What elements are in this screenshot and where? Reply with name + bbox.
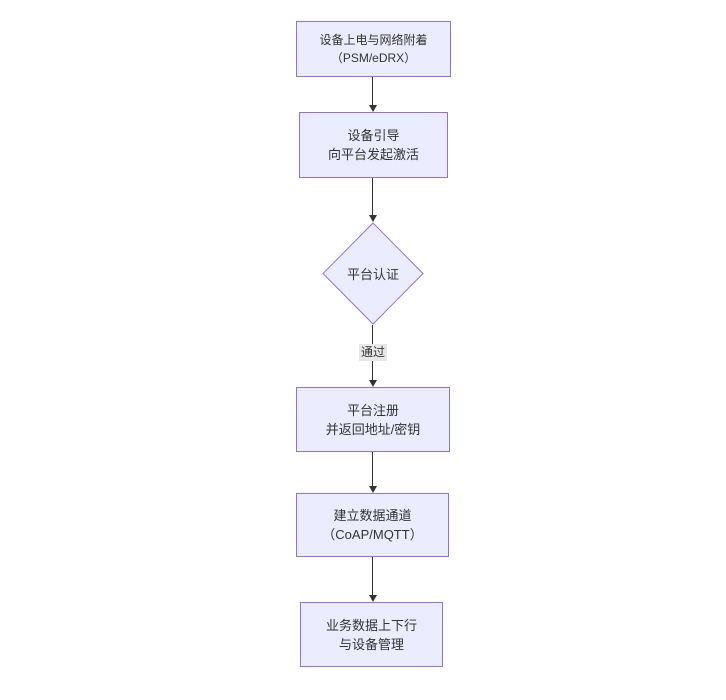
arrow-down-icon [369, 105, 377, 112]
edge-channel-to-business [372, 557, 373, 595]
node-register: 平台注册 并返回地址/密钥 [296, 387, 450, 452]
node-channel-line1: 建立数据通道 [333, 508, 412, 523]
node-auth-label: 平台认证 [346, 267, 399, 282]
edge-bootstrap-to-auth [372, 178, 373, 215]
node-register-line2: 并返回地址/密钥 [325, 421, 421, 437]
node-channel: 建立数据通道 （CoAP/MQTT） [296, 493, 449, 557]
node-register-line1: 平台注册 [346, 402, 399, 418]
edge-power-to-bootstrap [372, 77, 373, 105]
diamond-shape [322, 222, 424, 325]
arrow-down-icon [369, 215, 377, 222]
arrow-down-icon [369, 595, 377, 602]
node-bootstrap-line2: 向平台发起激活 [327, 147, 419, 162]
node-business-line2: 与设备管理 [338, 636, 404, 652]
node-business-line1: 业务数据上下行 [325, 617, 417, 633]
node-power-attach: 设备上电与网络附着 （PSM/eDRX） [296, 21, 451, 77]
node-bootstrap: 设备引导 向平台发起激活 [299, 112, 448, 178]
node-auth: 平台认证 [322, 222, 424, 325]
edge-register-to-channel [372, 452, 373, 486]
edge-label-pass: 通过 [358, 344, 388, 361]
node-power-attach-line1: 设备上电与网络附着 [319, 33, 428, 47]
arrow-down-icon [369, 380, 377, 387]
node-power-attach-line2: （PSM/eDRX） [330, 51, 417, 65]
node-bootstrap-line1: 设备引导 [347, 128, 400, 143]
arrow-down-icon [369, 486, 377, 493]
node-channel-line2: （CoAP/MQTT） [322, 527, 423, 542]
node-business: 业务数据上下行 与设备管理 [300, 602, 443, 667]
